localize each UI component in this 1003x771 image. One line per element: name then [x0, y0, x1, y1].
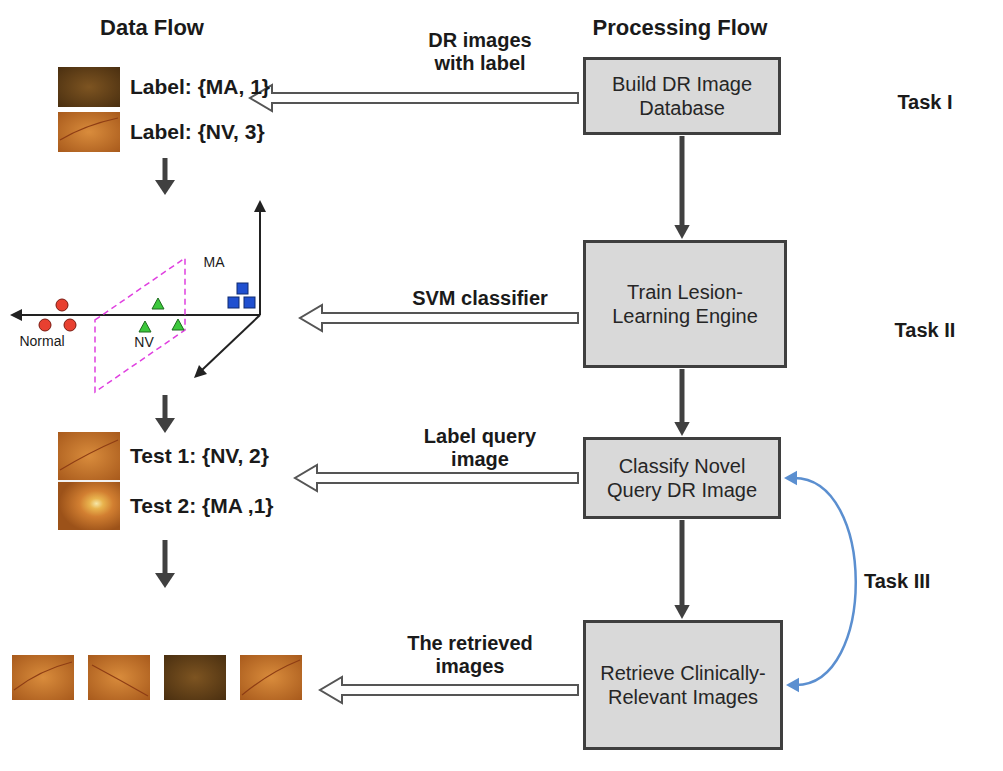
box-text: Train Lesion-Learning Engine	[591, 280, 779, 328]
process-box: Build DR Image Database	[583, 57, 781, 135]
test-label: Test 2: {MA ,1}	[130, 494, 274, 518]
fundus-image	[58, 67, 120, 107]
task-label: Task III	[864, 570, 930, 593]
process-box: Retrieve Clinically-Relevant Images	[583, 620, 783, 750]
arrow-head	[784, 471, 797, 485]
class-name: Normal	[19, 333, 64, 349]
flow-connector	[680, 369, 685, 424]
vessel	[14, 660, 300, 696]
flow-connector	[680, 520, 685, 607]
process-box: Classify Novel Query DR Image	[583, 437, 781, 519]
vessel	[60, 118, 118, 140]
hollow-arrow	[250, 85, 578, 703]
nv-points	[139, 298, 184, 332]
fundus-image	[58, 482, 120, 530]
arrow-label: SVM classifier	[412, 287, 548, 310]
fundus-image	[58, 112, 120, 152]
arrow-label: Label query image	[415, 425, 545, 471]
loop-connector	[794, 478, 856, 685]
test-label: Test 1: {NV, 2}	[130, 444, 269, 468]
normal-points	[39, 299, 76, 331]
box-text: Build DR Image Database	[591, 72, 773, 120]
image-label: Label: {NV, 3}	[130, 120, 265, 144]
image-label: Label: {MA, 1}	[130, 75, 270, 99]
svm-hyperplane	[95, 258, 185, 392]
column-heading: Data Flow	[100, 15, 204, 40]
fundus-image	[164, 655, 226, 700]
fundus-image	[88, 655, 150, 700]
box-text: Classify Novel Query DR Image	[591, 454, 773, 502]
column-heading: Processing Flow	[593, 15, 768, 40]
arrow-head	[674, 422, 689, 436]
fundus-image	[240, 655, 302, 700]
box-text: Retrieve Clinically-Relevant Images	[591, 661, 775, 709]
class-name: NV	[133, 334, 154, 350]
flow-arrow	[155, 158, 175, 588]
fundus-image	[58, 432, 120, 480]
task-label: Task I	[897, 91, 952, 114]
feature-space-axes	[10, 200, 266, 378]
ma-points	[228, 283, 255, 308]
image-divider	[58, 480, 120, 482]
fundus-image	[12, 655, 74, 700]
arrow-label: DR images with label	[415, 29, 545, 75]
class-name: MA	[204, 254, 225, 270]
arrow-head	[786, 678, 799, 692]
arrow-label: The retrieved images	[395, 632, 545, 678]
arrow-head	[674, 605, 689, 619]
task-label: Task II	[895, 319, 956, 342]
process-box: Train Lesion-Learning Engine	[583, 240, 787, 368]
vessel	[60, 440, 118, 470]
arrow-head	[674, 225, 689, 239]
flow-connector	[680, 136, 685, 227]
